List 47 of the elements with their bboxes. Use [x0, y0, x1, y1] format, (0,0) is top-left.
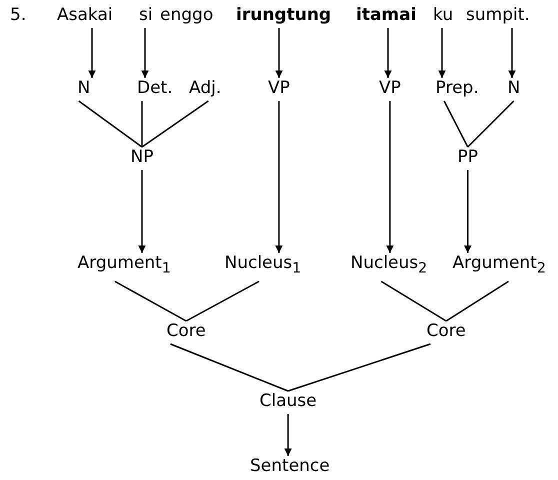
arrow	[141, 28, 149, 78]
sentence-word: itamai	[356, 4, 416, 26]
tree-label: VP	[268, 77, 290, 99]
tree-label: PP	[458, 146, 478, 168]
tree-label: Core	[426, 320, 466, 342]
tree-label: NP	[130, 146, 154, 168]
arrow	[138, 170, 146, 253]
tree-label: N	[78, 77, 90, 99]
branch-line	[141, 101, 143, 147]
tree-label: Clause	[260, 390, 317, 412]
branch-line	[288, 343, 431, 392]
arrow	[464, 170, 472, 253]
sentence-word: irungtung	[236, 4, 332, 26]
example-number: 5.	[10, 4, 26, 26]
arrow	[275, 28, 283, 78]
branch-line	[443, 100, 468, 148]
sentence-word: enggo	[160, 4, 214, 26]
tree-label: Prep.	[436, 77, 479, 99]
branch-line	[446, 280, 509, 322]
sentence-word: Asakai	[57, 4, 113, 26]
tree-label: Adj.	[189, 77, 222, 99]
tree-label: Nucleus$_{2}$	[350, 252, 428, 280]
tree-label: N	[508, 77, 520, 99]
arrow	[438, 28, 446, 78]
sentence-word: ku	[433, 4, 454, 26]
sentence-word: sumpit.	[466, 4, 530, 26]
branch-line	[186, 280, 260, 322]
tree-label: VP	[379, 77, 401, 99]
sentence-word: si	[139, 4, 153, 26]
tree-label: Argument$_{1}$	[78, 252, 171, 280]
branch-line	[380, 280, 447, 322]
arrow	[508, 28, 516, 78]
branch-line	[114, 280, 187, 322]
arrow	[284, 414, 292, 456]
arrow	[384, 28, 392, 78]
tree-label: Nucleus$_{1}$	[224, 252, 302, 280]
tree-label: Argument$_{2}$	[452, 252, 546, 280]
branch-line	[78, 100, 142, 148]
tree-label: Core	[166, 320, 206, 342]
branch-line	[142, 100, 209, 148]
tree-label: Sentence	[250, 455, 330, 477]
branch-line	[467, 100, 514, 148]
tree-label: Det.	[137, 77, 173, 99]
branch-line	[170, 343, 288, 392]
arrow	[275, 101, 283, 253]
arrow	[386, 101, 394, 253]
arrow	[88, 28, 96, 78]
